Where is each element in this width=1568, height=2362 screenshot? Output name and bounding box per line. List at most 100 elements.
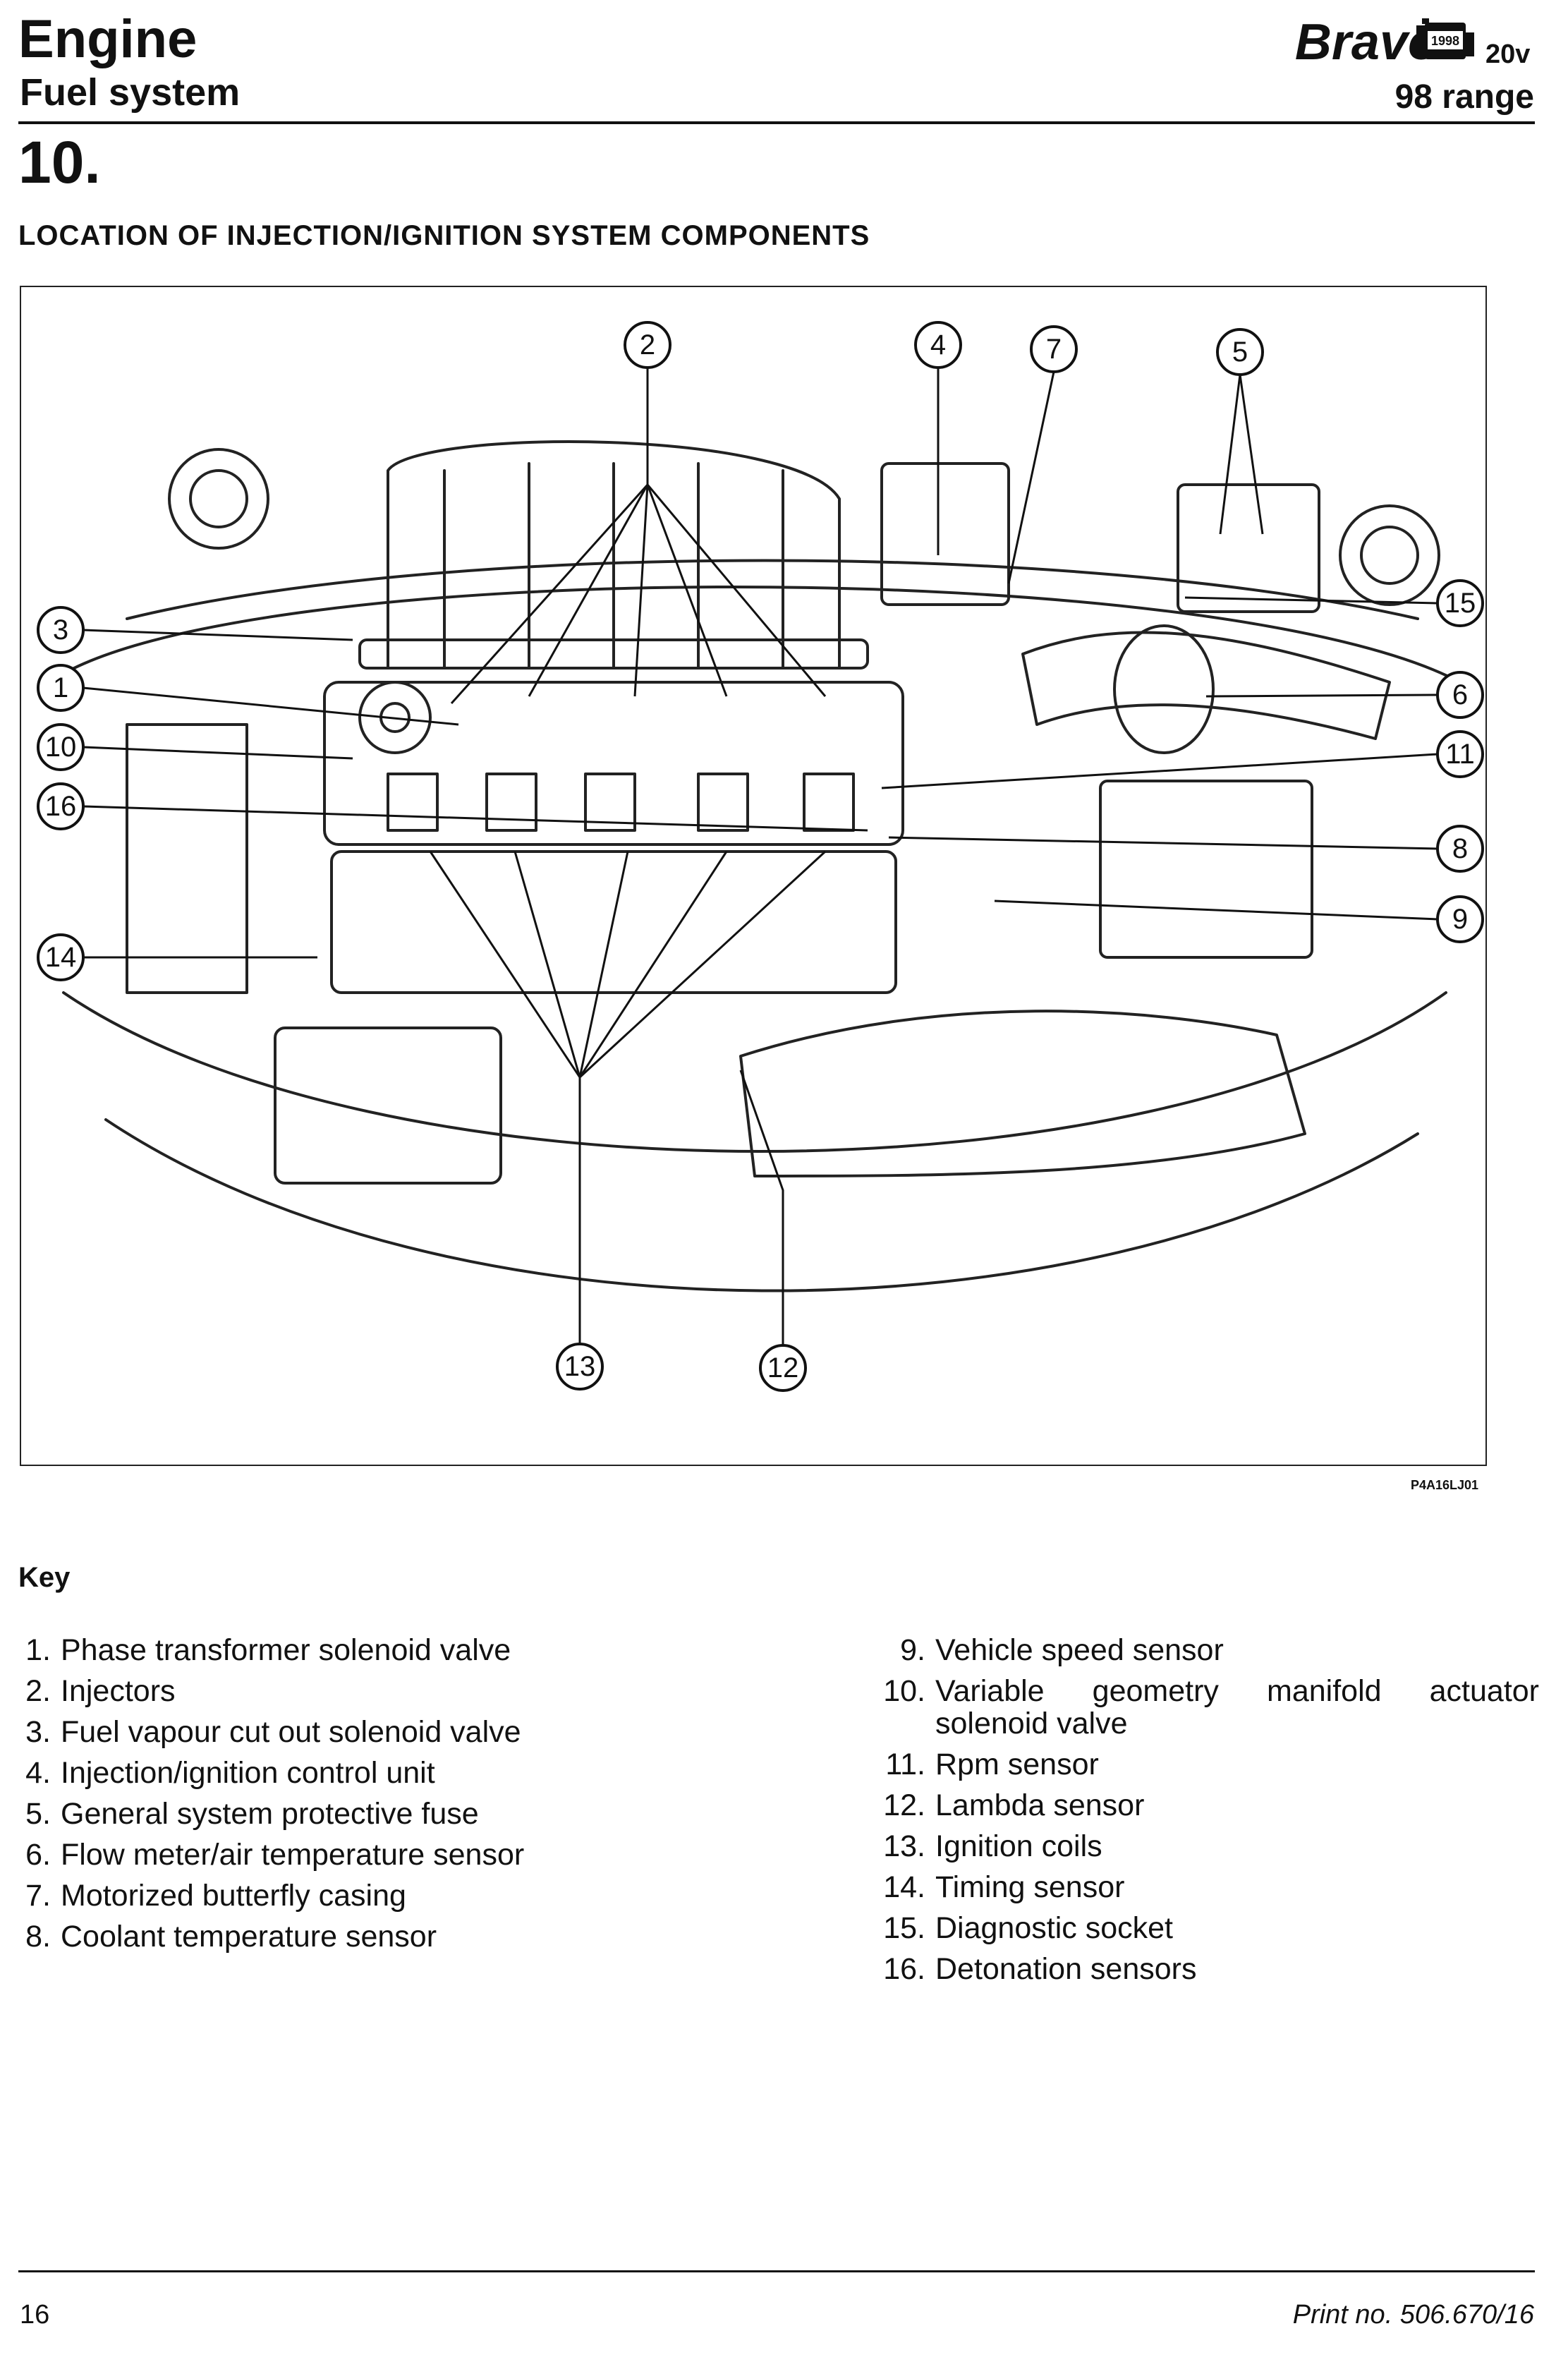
list-item: 10.Variable geometry manifold actuator s…: [862, 1671, 1539, 1744]
callout-10: 10: [45, 732, 77, 763]
coil-5: [803, 773, 855, 832]
callout-group: [37, 321, 1484, 1392]
callout-9: 9: [1452, 904, 1468, 935]
left-strut-top: [168, 448, 269, 550]
key-num: 5.: [25, 1797, 51, 1831]
fuel-rail: [358, 638, 869, 670]
list-item: 3.Fuel vapour cut out solenoid valve: [14, 1712, 811, 1752]
key-num: 7.: [25, 1879, 51, 1913]
key-num: 11.: [885, 1748, 925, 1781]
key-label: Motorized butterfly casing: [61, 1879, 406, 1913]
flow-meter: [1113, 624, 1215, 754]
phase-variator: [358, 681, 432, 754]
key-num: 2.: [25, 1674, 51, 1708]
callout-8: 8: [1452, 833, 1468, 864]
key-list-right: 9. Vehicle speed sensor 10.Variable geome…: [862, 1630, 1539, 1989]
key-num: 4.: [25, 1756, 51, 1790]
section-title: LOCATION OF INJECTION/IGNITION SYSTEM CO…: [18, 220, 870, 251]
callout-13: 13: [564, 1351, 596, 1382]
callout-5: 5: [1232, 337, 1248, 368]
list-item: 4. Injection/ignition control unit: [14, 1752, 811, 1793]
callout-3: 3: [53, 614, 68, 646]
coil-3: [584, 773, 636, 832]
list-item: 8. Coolant temperature sensor: [14, 1916, 811, 1957]
list-item: 6. Flow meter/air temperature sensor: [14, 1834, 811, 1875]
battery: [1099, 780, 1313, 959]
coolant-tank: [126, 723, 248, 994]
model-range: 98 range: [1394, 78, 1534, 116]
list-item: 15. Diagnostic socket: [862, 1908, 1539, 1949]
ecu-box: [880, 462, 1010, 606]
key-num: 13.: [883, 1829, 925, 1863]
key-label: Phase transformer solenoid valve: [61, 1633, 511, 1667]
cylinder-head: [323, 681, 904, 846]
page-number: 16: [20, 2300, 50, 2330]
air-filter-box: [274, 1026, 502, 1185]
callout-15: 15: [1445, 588, 1476, 619]
callout-6: 6: [1452, 679, 1468, 710]
key-label: Coolant temperature sensor: [61, 1920, 437, 1954]
key-num: 12.: [883, 1788, 925, 1822]
list-item: 12. Lambda sensor: [862, 1785, 1539, 1826]
list-item: 9. Vehicle speed sensor: [862, 1630, 1539, 1671]
key-num: 15.: [883, 1911, 925, 1945]
list-item: 16. Detonation sensors: [862, 1949, 1539, 1989]
key-label: Ignition coils: [935, 1829, 1102, 1863]
key-label: Detonation sensors: [935, 1952, 1197, 1986]
key-list-left: 1. Phase transformer solenoid valve 2. Inj…: [14, 1630, 811, 1957]
list-item: 1. Phase transformer solenoid valve: [14, 1630, 811, 1671]
engine-bay-diagram: 2 4 7 5 3 1 10 16 14 15 6 11 8 9 13 12: [20, 286, 1487, 1466]
key-label: Vehicle speed sensor: [935, 1633, 1224, 1667]
list-item: 11.Rpm sensor: [862, 1744, 1539, 1785]
left-strut-inner: [189, 469, 248, 528]
key-num: 9.: [900, 1633, 925, 1667]
header-rule: [18, 121, 1535, 124]
key-num: 3.: [25, 1715, 51, 1749]
key-num: 14.: [883, 1870, 925, 1904]
model-name: Bravo: [1294, 14, 1439, 71]
key-num: 1.: [25, 1633, 51, 1667]
coil-4: [697, 773, 749, 832]
key-title: Key: [18, 1562, 71, 1593]
key-label: Injection/ignition control unit: [61, 1756, 435, 1790]
callout-16: 16: [45, 791, 77, 822]
print-number: Print no. 506.670/16: [1292, 2300, 1534, 2330]
list-item: 13. Ignition coils: [862, 1826, 1539, 1867]
key-label: Variable geometry manifold actuator sole…: [935, 1674, 1539, 1740]
callout-12: 12: [767, 1352, 799, 1383]
list-item: 7. Motorized butterfly casing: [14, 1875, 811, 1916]
coil-2: [485, 773, 537, 832]
callout-7: 7: [1046, 334, 1062, 365]
air-intake-hose: [1021, 631, 1391, 740]
callout-4: 4: [930, 329, 946, 361]
right-strut-top: [1339, 504, 1440, 606]
intake-runners: [387, 440, 841, 670]
list-item: 14. Timing sensor: [862, 1867, 1539, 1908]
leader-lines: [83, 368, 1438, 1345]
coil-1: [387, 773, 439, 832]
engine-drawing: 2 4 7 5 3 1 10 16 14 15 6 11 8 9 13 12: [37, 321, 1484, 1392]
list-item: 2. Injectors: [14, 1671, 811, 1712]
engine-variant: 20v: [1485, 40, 1531, 69]
key-label: Timing sensor: [935, 1870, 1125, 1904]
key-label: Lambda sensor: [935, 1788, 1145, 1822]
key-label: General system protective fuse: [61, 1797, 479, 1831]
engine-badge-icon: 1998: [1416, 18, 1474, 59]
chapter-title: Engine: [18, 9, 197, 69]
callout-2: 2: [640, 329, 655, 361]
footer-rule: [18, 2270, 1535, 2272]
key-num: 16.: [883, 1952, 925, 1986]
windscreen-line: [126, 559, 1419, 620]
lower-crossmember: [104, 1118, 1419, 1292]
key-label: Injectors: [61, 1674, 176, 1708]
key-label: Flow meter/air temperature sensor: [61, 1838, 525, 1872]
key-num: 8.: [25, 1920, 51, 1954]
key-label: Diagnostic socket: [935, 1911, 1173, 1945]
front-panel-line: [62, 991, 1447, 1153]
cam-cover: [330, 850, 897, 994]
callout-14: 14: [45, 942, 77, 973]
callout-1: 1: [53, 672, 68, 703]
fuse-box: [1177, 483, 1320, 613]
key-num: 6.: [25, 1838, 51, 1872]
chapter-subtitle: Fuel system: [20, 71, 241, 114]
